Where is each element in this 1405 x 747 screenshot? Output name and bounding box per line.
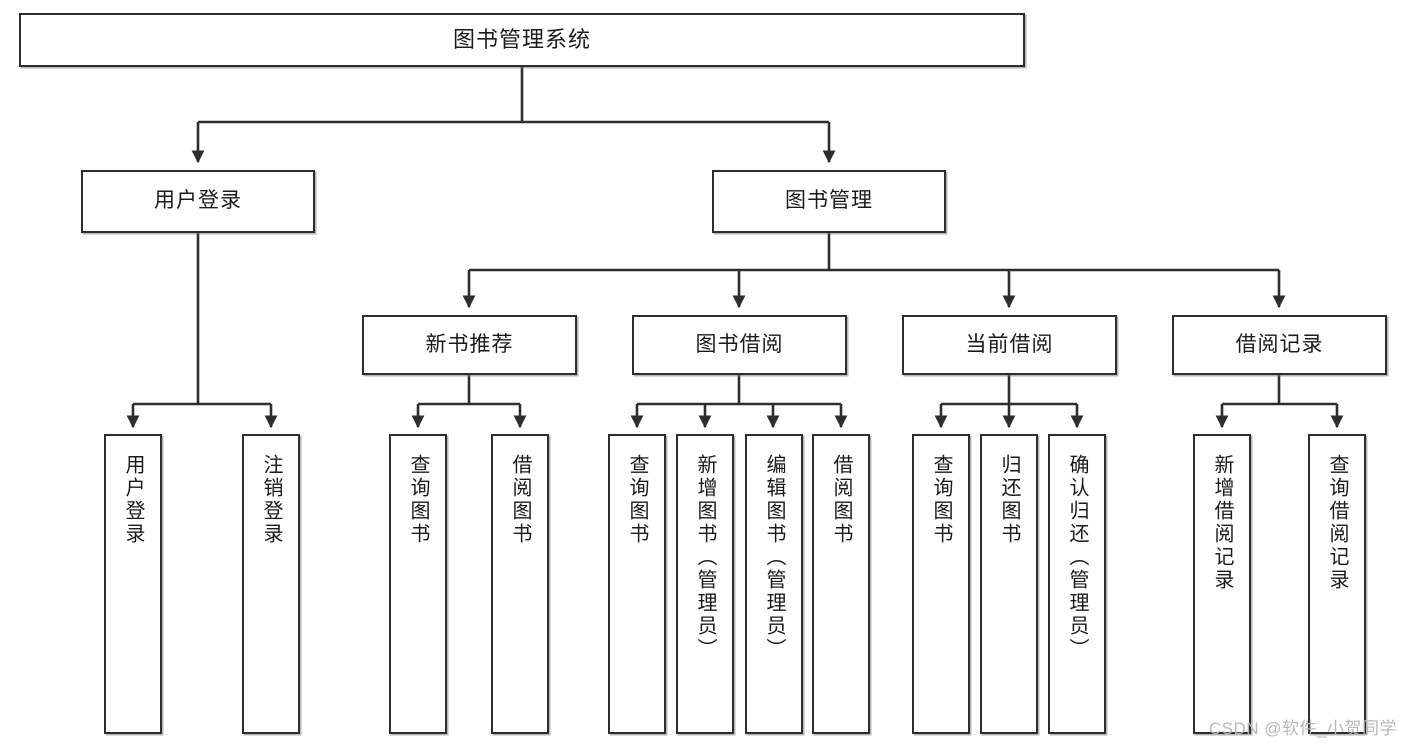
node-leaf-query-book-1[interactable]: 查询图书 xyxy=(389,434,447,734)
node-leaf-borrow-book-2[interactable]: 借阅图书 xyxy=(812,434,870,734)
node-book-management[interactable]: 图书管理 xyxy=(712,170,946,233)
node-user-login[interactable]: 用户登录 xyxy=(81,170,315,233)
node-leaf-query-book-3[interactable]: 查询图书 xyxy=(912,434,970,734)
node-label: 确认归还（管理员） xyxy=(1066,454,1088,661)
node-book-borrow[interactable]: 图书借阅 xyxy=(632,315,847,375)
node-label: 注销登录 xyxy=(260,454,282,546)
node-label: 借阅图书 xyxy=(830,454,852,546)
node-leaf-query-book-2[interactable]: 查询图书 xyxy=(608,434,666,734)
node-label: 图书管理 xyxy=(785,189,873,213)
node-label: 图书管理系统 xyxy=(452,27,591,53)
node-label: 用户登录 xyxy=(122,454,144,546)
node-label: 编辑图书（管理员） xyxy=(763,454,785,661)
node-leaf-confirm-return[interactable]: 确认归还（管理员） xyxy=(1048,434,1106,734)
node-label: 新增图书（管理员） xyxy=(694,454,716,661)
node-leaf-user-login[interactable]: 用户登录 xyxy=(104,434,162,734)
node-label: 借阅图书 xyxy=(509,454,531,546)
node-leaf-borrow-book-1[interactable]: 借阅图书 xyxy=(491,434,549,734)
node-label: 归还图书 xyxy=(998,454,1020,546)
node-label: 图书借阅 xyxy=(695,332,784,356)
node-leaf-return-book[interactable]: 归还图书 xyxy=(980,434,1038,734)
node-label: 查询图书 xyxy=(930,454,952,546)
node-label: 新书推荐 xyxy=(425,332,514,356)
node-leaf-add-record[interactable]: 新增借阅记录 xyxy=(1193,434,1251,734)
node-leaf-query-record[interactable]: 查询借阅记录 xyxy=(1308,434,1366,734)
node-leaf-add-book[interactable]: 新增图书（管理员） xyxy=(676,434,734,734)
node-label: 新增借阅记录 xyxy=(1211,454,1233,592)
csdn-watermark: CSDN @软件_小贺同学 xyxy=(1208,719,1397,738)
node-current-borrow[interactable]: 当前借阅 xyxy=(902,315,1117,375)
node-label: 查询图书 xyxy=(626,454,648,546)
node-root-system[interactable]: 图书管理系统 xyxy=(19,13,1025,67)
node-leaf-edit-book[interactable]: 编辑图书（管理员） xyxy=(745,434,803,734)
node-label: 当前借阅 xyxy=(965,332,1054,356)
node-label: 查询图书 xyxy=(407,454,429,546)
node-leaf-logout-login[interactable]: 注销登录 xyxy=(242,434,300,734)
node-label: 查询借阅记录 xyxy=(1326,454,1348,592)
node-new-book-recommend[interactable]: 新书推荐 xyxy=(362,315,577,375)
node-borrow-record[interactable]: 借阅记录 xyxy=(1172,315,1387,375)
node-label: 借阅记录 xyxy=(1235,332,1324,356)
node-label: 用户登录 xyxy=(154,189,242,213)
